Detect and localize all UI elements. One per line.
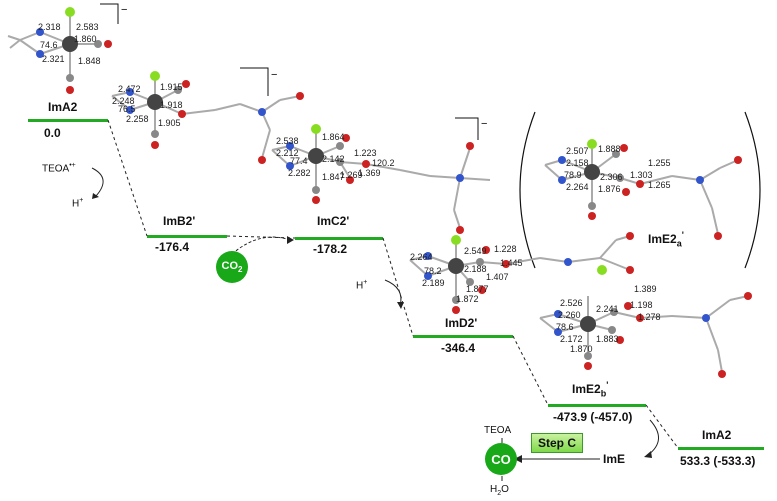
charge-ima2: −: [121, 4, 127, 16]
charge-imc2: −: [481, 118, 487, 130]
dist-ime2a-2: 2.158: [566, 158, 589, 168]
value-ima2: 0.0: [44, 126, 61, 140]
label-imd2: ImD2': [445, 316, 478, 330]
dist-ime2a-1: 1.888: [598, 144, 621, 154]
level-ime2b: [548, 404, 646, 407]
h-plus-label-1: H+: [72, 197, 84, 210]
dist-imc2-7: 2.282: [288, 168, 311, 178]
level-imd2: [413, 335, 513, 338]
dist-ime2b-5: 78.6: [556, 322, 574, 332]
dist-ime2b-6: 2.172: [560, 334, 583, 344]
dist-imc2-2: 2.212: [276, 148, 299, 158]
dist-ime2a-0: 2.507: [566, 146, 589, 156]
mol-ime2a: [544, 139, 742, 240]
dist-imd2-2: 2.264: [410, 252, 433, 262]
dist-ime2b-0: 2.526: [560, 298, 583, 308]
dist-ime2a-9: 1.265: [648, 180, 671, 190]
label-ime2a: ImE2a': [648, 230, 684, 249]
dist-imb2-3: 76.5: [118, 104, 136, 114]
dist-imb2-2: 2.248: [112, 96, 135, 106]
value-ime2b: -473.9 (-457.0): [553, 410, 633, 424]
value-imd2: -346.4: [441, 341, 476, 355]
dist-ima2-3: 74.6: [40, 40, 58, 50]
co-circle: CO: [485, 443, 517, 475]
ime-label: ImE: [603, 452, 626, 466]
charge-imb2: −: [271, 69, 277, 81]
dist-ime2a-4: 78.9: [564, 170, 582, 180]
level-imb2: [147, 235, 227, 238]
dist-ima2-4: 2.321: [42, 54, 65, 64]
teoa-radical-label: TEOA•+: [42, 162, 76, 175]
dist-ime2b-2: 2.260: [558, 310, 581, 320]
dist-imc2-5: 2.142: [322, 154, 345, 164]
h-plus-label-2: H+: [356, 279, 368, 292]
mol-imc2: [271, 124, 491, 234]
dist-imd2-8: 1.877: [466, 284, 489, 294]
mol-imd2: [409, 232, 634, 314]
dist-ime2a-7: 2.264: [566, 182, 589, 192]
dist-imd2-1: 1.228: [494, 244, 517, 254]
label-imb2: ImB2': [163, 214, 196, 228]
mol-ima2: [7, 7, 112, 94]
dist-imd2-4: 78.2: [424, 266, 442, 276]
step-c-box: Step C: [531, 433, 584, 453]
dist-ima2-0: 2.318: [38, 22, 61, 32]
dist-ime2a-5: 2.306: [600, 172, 623, 182]
label-ime2b: ImE2b': [572, 380, 609, 399]
dist-imd2-5: 2.188: [464, 264, 487, 274]
dist-ime2b-9: 1.870: [570, 344, 593, 354]
dist-imc2-8: 1.847: [322, 172, 345, 182]
dist-imc2-9: 1.269: [340, 170, 363, 180]
dist-imd2-0: 2.549: [464, 246, 487, 256]
dist-imd2-3: 1.445: [500, 258, 523, 268]
dist-ime2b-4: 1.198: [630, 300, 653, 310]
dist-ime2b-8: 1.278: [638, 312, 661, 322]
dist-imc2-10: 1.369: [358, 168, 381, 178]
dist-imd2-6: 1.407: [486, 272, 509, 282]
dist-imc2-4: 77.4: [290, 156, 308, 166]
dist-imc2-3: 1.223: [354, 148, 377, 158]
dist-imb2-6: 1.905: [158, 118, 181, 128]
dist-imb2-1: 1.915: [160, 82, 183, 92]
dist-imc2-0: 2.538: [276, 136, 299, 146]
level-imc2: [295, 237, 383, 240]
value-ima2-end: 533.3 (-533.3): [680, 454, 756, 468]
dist-ime2b-3: 2.241: [596, 304, 619, 314]
dist-imc2-6: 120.2: [372, 158, 395, 168]
dist-ime2a-8: 1.876: [598, 184, 621, 194]
level-ima2: [28, 119, 108, 122]
dist-imd2-7: 2.189: [422, 278, 445, 288]
dist-imb2-0: 2.472: [118, 84, 141, 94]
dist-imb2-4: 1.918: [160, 100, 183, 110]
mol-ime2b: [539, 265, 752, 378]
co2-circle: CO2: [216, 251, 248, 283]
value-imc2: -178.2: [313, 242, 348, 256]
label-imc2: ImC2': [317, 214, 350, 228]
dist-ime2a-3: 1.255: [648, 158, 671, 168]
level-ima2-end: [678, 447, 764, 450]
dist-imc2-1: 1.864: [322, 132, 345, 142]
dist-imb2-5: 2.258: [126, 114, 149, 124]
teoa-label: TEOA: [484, 425, 512, 436]
dist-ima2-5: 1.848: [78, 56, 101, 66]
h2o-label: H2O: [490, 484, 509, 497]
dist-ime2b-7: 1.883: [596, 334, 619, 344]
mol-imb2: [111, 71, 304, 164]
dist-ime2b-1: 1.389: [634, 284, 657, 294]
dist-imd2-9: 1.872: [456, 294, 479, 304]
label-ima2-end: ImA2: [702, 428, 732, 442]
dist-ima2-1: 2.583: [76, 22, 99, 32]
value-imb2: -176.4: [155, 240, 190, 254]
dist-ima2-2: 1.860: [74, 34, 97, 44]
dist-ime2a-6: 1.303: [630, 170, 653, 180]
label-ima2: ImA2: [48, 100, 78, 114]
